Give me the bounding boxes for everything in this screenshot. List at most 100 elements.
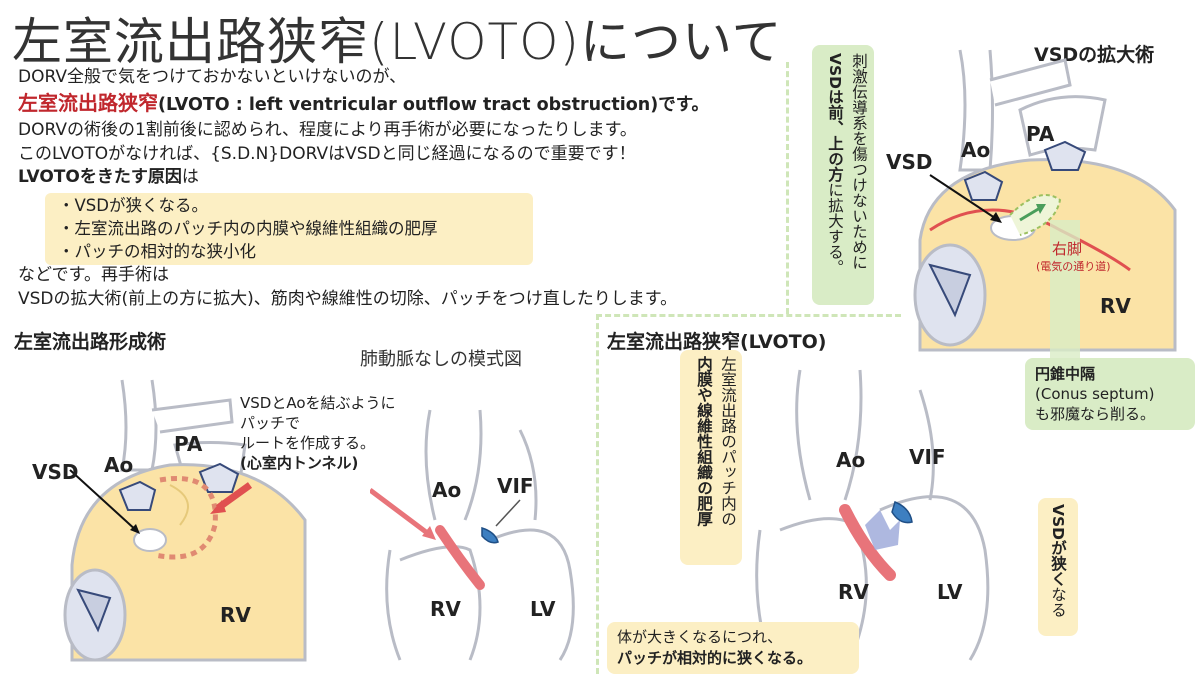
- conduction-note-rest: に拡大する。: [826, 182, 844, 276]
- conus-note-bold: 円錐中隔: [1035, 365, 1096, 383]
- intimal-note-line1: 左室流出路のパッチ内の: [719, 356, 737, 527]
- tunnel-note-line1: VSDとAoを結ぶように: [240, 394, 396, 412]
- right-bundle-note: (電気の通り道): [1036, 260, 1111, 273]
- rb-rv-label: RV: [838, 580, 869, 604]
- lvoto-highlight: 左室流出路狭窄: [18, 90, 158, 115]
- rb-vif-label: VIF: [909, 445, 946, 469]
- middle-vif-label: VIF: [497, 474, 534, 498]
- left-ao-label: Ao: [104, 453, 134, 477]
- left-vsd-label: VSD: [32, 460, 79, 484]
- vsd-pointer: [929, 174, 999, 221]
- vsd-hole: [133, 528, 167, 552]
- intro-line-5: LVOTOをきたす原因は: [18, 166, 788, 190]
- middle-lv-label: LV: [530, 597, 556, 621]
- enlargement-area: [1009, 194, 1062, 236]
- vsd-narrowing-text: VSDが狭くなる: [1047, 504, 1069, 630]
- la-wall: [518, 429, 538, 521]
- rb-ao-label: Ao: [836, 448, 866, 472]
- tunnel-note-line3: ルートを作成する。: [240, 434, 376, 452]
- aorta-right-wall: [463, 409, 483, 521]
- conus-highlight: [1050, 220, 1080, 360]
- intro-text: DORV全般で気をつけておかないといけないのが、 左室流出路狭窄(LVOTO :…: [18, 66, 788, 190]
- divider-vertical-lower: [596, 314, 599, 674]
- vsd-enlargement-diagram: [913, 49, 1177, 360]
- middle-panel-title: 肺動脈なしの模式図: [360, 349, 522, 370]
- tunnel-diagram: [63, 379, 307, 662]
- la-wall: [918, 389, 935, 501]
- aorta-left-wall: [424, 409, 437, 521]
- vif-structure: [481, 526, 499, 544]
- causes-box: [45, 193, 533, 265]
- tunnel-patch-outline: [154, 476, 218, 560]
- vif-pointer: [495, 499, 521, 527]
- rt-rv-label: RV: [1100, 294, 1131, 318]
- lvoto-definition: (LVOTO : left ventricular outflow tract …: [158, 94, 710, 115]
- intro-tail: などです。再手術は VSDの拡大術(前上の方に拡大)、筋肉や線維性の切除、パッチ…: [18, 264, 677, 311]
- pulmonary-valve: [1043, 140, 1087, 171]
- fibrous-tissue: [865, 510, 900, 550]
- enlargement-arrow: [1019, 206, 1041, 222]
- thickened-patch: [839, 504, 896, 581]
- causes-heading-suffix: は: [181, 167, 199, 187]
- lvoto-diagram: [755, 369, 990, 661]
- vif-structure: [891, 500, 913, 524]
- rt-pa-label: PA: [1026, 122, 1055, 146]
- intracardiac-patch: [435, 525, 485, 590]
- tricuspid-leaflets: [928, 263, 972, 318]
- conus-note-line3: も邪魔なら削る。: [1035, 405, 1156, 423]
- aortic-branch: [989, 58, 1072, 107]
- left-panel-title: 左室流出路形成術: [14, 331, 167, 353]
- tunnel-note-line2: パッチで: [240, 414, 301, 432]
- conus-septum-note: 円錐中隔 (Conus septum) も邪魔なら削る。: [1025, 358, 1195, 430]
- cause-item: ・パッチの相対的な狭小化: [58, 242, 256, 261]
- intro-line-3: DORVの術後の1割前後に認められ、程度により再手術が必要になったりします。: [18, 120, 637, 140]
- vsd-narrowing-note: VSDが狭くなる: [1038, 498, 1078, 636]
- right-bundle-path: [929, 208, 1131, 272]
- right-bundle-line: [169, 484, 189, 526]
- conduction-note-line1: 刺激伝導系を傷つけないために: [850, 53, 868, 270]
- divider-vertical: [786, 62, 789, 314]
- intimal-note-line2: 内膜や線維性組織の肥厚: [695, 356, 713, 527]
- tricuspid-leaflets: [76, 588, 112, 633]
- vsd-pointer: [69, 469, 139, 533]
- patch-relative-note: 体が大きくなるにつれ、 パッチが相対的に狭くなる。: [607, 622, 859, 674]
- page-title: 左室流出路狭窄(LVOTO)について: [12, 13, 783, 71]
- rb-lv-label: LV: [937, 580, 963, 604]
- middle-rv-label: RV: [430, 597, 461, 621]
- rv-outer-wall: [385, 549, 402, 661]
- vsd-narrowing-rest: なる: [1049, 586, 1067, 618]
- cause-item: ・左室流出路のパッチ内の内膜や線維性組織の肥厚: [58, 219, 438, 238]
- right-bottom-panel-title: 左室流出路狭窄(LVOTO): [607, 331, 827, 353]
- patch-arrow: [370, 488, 432, 537]
- aortic-valve: [118, 480, 157, 511]
- intro-line-7: VSDの拡大術(前上の方に拡大)、筋肉や線維性の切除、パッチをつけ直したりします…: [18, 288, 678, 309]
- tunnel-note-bold: (心室内トンネル): [240, 454, 359, 472]
- aortic-valve: [963, 170, 1004, 201]
- septum-wall: [399, 545, 482, 661]
- schematic-no-pa-diagram: [370, 409, 575, 661]
- lv-outer-wall: [879, 495, 990, 661]
- conus-note-line2: (Conus septum): [1035, 385, 1155, 403]
- intro-line-2: 左室流出路狭窄(LVOTO : left ventricular outflow…: [18, 90, 788, 118]
- middle-ao-label: Ao: [432, 478, 462, 502]
- left-pa-label: PA: [174, 432, 203, 456]
- left-rv-label: RV: [220, 603, 251, 627]
- right-bundle-label: 右脚: [1052, 240, 1083, 258]
- cause-item: ・VSDが狭くなる。: [58, 196, 208, 215]
- intro-line-6: などです。再手術は: [18, 265, 169, 285]
- vsd-narrowing-bold: VSDが狭く: [1049, 504, 1067, 587]
- aorta-left-wall: [795, 369, 812, 501]
- aorta-right-wall: [843, 369, 863, 501]
- intro-line-4: このLVOTOがなければ、{S.D.N}DORVはVSDと同じ経過になるので重要…: [18, 143, 636, 164]
- tunnel-note: VSDとAoを結ぶように パッチで ルートを作成する。 (心室内トンネル): [240, 393, 396, 473]
- patch-note-line1: 体が大きくなるにつれ、: [617, 628, 783, 646]
- lv-outer-wall: [489, 528, 575, 661]
- intimal-thickening-note: 左室流出路のパッチ内の 内膜や線維性組織の肥厚: [680, 350, 742, 565]
- causes-heading: LVOTOをきたす原因: [18, 167, 182, 187]
- rt-ao-label: Ao: [961, 138, 991, 162]
- rt-vsd-label: VSD: [886, 150, 933, 174]
- heart-body: [70, 463, 307, 662]
- intro-line-1: DORV全般で気をつけておかないといけないのが、: [18, 67, 407, 87]
- conduction-note-line2: VSDは前、上の方に拡大する。: [824, 53, 846, 297]
- patch-note-bold: パッチが相対的に狭くなる。: [617, 649, 813, 667]
